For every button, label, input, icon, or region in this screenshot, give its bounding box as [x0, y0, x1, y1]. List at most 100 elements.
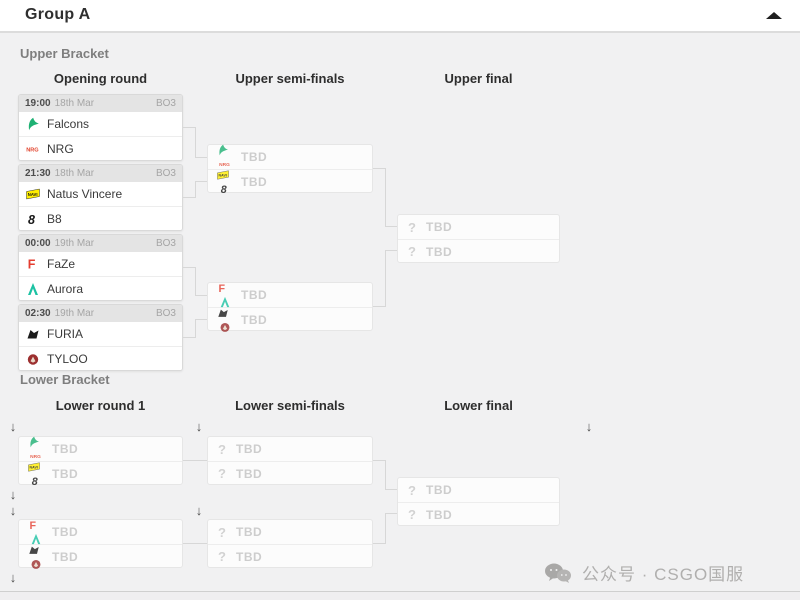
unknown-team-icon: ?: [218, 466, 226, 481]
match-format: BO3: [155, 98, 176, 109]
bracket-connector: [385, 489, 397, 490]
team-name: FURIA: [47, 327, 83, 341]
tbd-label: TBD: [236, 442, 263, 456]
watermark-text: 公众号 · CSGO国服: [582, 565, 745, 584]
unknown-team-icon: ?: [218, 549, 226, 564]
tbd-label: TBD: [241, 150, 268, 164]
tyloo-logo-icon: [219, 321, 231, 333]
lower-round1-match-1: TBD TBD: [18, 436, 183, 485]
bracket-slot: TBD: [208, 169, 372, 193]
loser-drop-arrow-icon: ↓: [9, 487, 17, 502]
column-header-upper-final: Upper final: [444, 71, 513, 86]
navi-b8-logo-stack: [216, 171, 233, 193]
column-header-opening-round: Opening round: [53, 71, 148, 86]
bracket-slot: ? TBD: [398, 502, 559, 526]
navi-logo-icon: [28, 461, 40, 473]
bracket-connector: [183, 127, 195, 128]
tbd-label: TBD: [52, 525, 79, 539]
upper-semifinal-1: TBD TBD: [207, 144, 373, 193]
team-row-nrg[interactable]: NRG: [19, 136, 182, 160]
furia-logo-icon: [28, 544, 40, 556]
navi-b8-logo-stack: [27, 463, 44, 485]
column-header-lower-final: Lower final: [444, 398, 513, 413]
match-date: 18th Mar: [54, 98, 95, 109]
furia-logo-icon: [217, 307, 229, 319]
loser-drop-arrow-icon: ↓: [195, 503, 203, 518]
match-format: BO3: [155, 168, 176, 179]
match-header: 19:00 18th Mar BO3: [19, 95, 182, 112]
bracket-connector: [373, 460, 385, 461]
team-name: B8: [47, 211, 62, 226]
team-row-tyloo[interactable]: TYLOO: [19, 346, 182, 370]
furia-logo-icon: [26, 327, 40, 341]
b8-logo-icon: [30, 475, 42, 487]
lower-bracket-label: Lower Bracket: [20, 372, 110, 387]
tbd-label: TBD: [236, 549, 263, 564]
unknown-team-icon: ?: [218, 441, 226, 457]
nrg-logo-icon: [26, 142, 40, 156]
lower-final: ? TBD ? TBD: [397, 477, 560, 526]
match-falcons-vs-nrg[interactable]: 19:00 18th Mar BO3 Falcons NRG: [18, 94, 183, 161]
furia-tyloo-logo-stack: [27, 546, 44, 568]
loser-drop-arrow-icon: ↓: [9, 503, 17, 518]
bracket-slot: TBD: [19, 520, 182, 544]
team-row-furia[interactable]: FURIA: [19, 322, 182, 346]
tbd-label: TBD: [52, 442, 79, 456]
bracket-connector: [385, 226, 397, 227]
match-time: 19:00: [25, 98, 51, 109]
team-row-navi[interactable]: Natus Vincere: [19, 182, 182, 206]
team-row-b8[interactable]: B8: [19, 206, 182, 230]
tbd-label: TBD: [241, 312, 268, 327]
bracket-slot: ? TBD: [398, 478, 559, 502]
upper-semifinal-2: TBD TBD: [207, 282, 373, 331]
bracket-slot: TBD: [19, 461, 182, 485]
bracket-connector: [373, 168, 385, 169]
bracket-slot: TBD: [208, 283, 372, 307]
match-date: 19th Mar: [54, 308, 95, 319]
bracket-connector: [373, 543, 385, 544]
unknown-team-icon: ?: [218, 524, 226, 540]
bracket-connector: [183, 337, 195, 338]
b8-logo-icon: [26, 212, 40, 226]
match-time: 21:30: [25, 168, 51, 179]
column-header-lower-round-1: Lower round 1: [55, 398, 146, 413]
bracket-slot: TBD: [19, 544, 182, 568]
bracket-slot: TBD: [19, 437, 182, 461]
faze-logo-icon: [28, 519, 40, 531]
group-header[interactable]: Group A: [0, 0, 800, 33]
team-row-falcons[interactable]: Falcons: [19, 112, 182, 136]
match-time: 02:30: [25, 308, 51, 319]
collapse-caret-icon[interactable]: [766, 12, 782, 19]
match-furia-vs-tyloo[interactable]: 02:30 19th Mar BO3 FURIA TYLOO: [18, 304, 183, 371]
match-header: 00:00 19th Mar BO3: [19, 235, 182, 252]
bracket-connector: [385, 513, 386, 544]
team-row-aurora[interactable]: Aurora: [19, 276, 182, 300]
bracket-connector: [195, 157, 207, 158]
match-format: BO3: [155, 308, 176, 319]
match-time: 00:00: [25, 238, 51, 249]
column-header-upper-semifinals: Upper semi-finals: [235, 71, 345, 86]
bracket-connector: [385, 250, 397, 251]
tbd-label: TBD: [426, 244, 453, 259]
bracket-slot: ? TBD: [208, 520, 372, 544]
navi-logo-icon: [26, 187, 40, 201]
tbd-label: TBD: [236, 525, 263, 539]
watermark: 公众号 · CSGO国服: [543, 560, 744, 585]
falcons-nrg-logo-stack: [27, 438, 44, 460]
loser-drop-arrow-icon: ↓: [195, 419, 203, 434]
bracket-connector: [195, 295, 207, 296]
unknown-team-icon: ?: [408, 219, 416, 235]
match-faze-vs-aurora[interactable]: 00:00 19th Mar BO3 FaZe Aurora: [18, 234, 183, 301]
faze-aurora-logo-stack: [216, 284, 233, 306]
faze-aurora-logo-stack: [27, 521, 44, 543]
team-row-faze[interactable]: FaZe: [19, 252, 182, 276]
tbd-label: TBD: [241, 288, 268, 302]
bracket-connector: [195, 127, 196, 158]
team-name: NRG: [47, 141, 74, 156]
bracket-connector: [195, 319, 196, 338]
falcons-logo-icon: [26, 117, 40, 131]
bracket-connector: [385, 250, 386, 307]
team-name: Falcons: [47, 117, 90, 131]
loser-drop-arrow-icon: ↓: [9, 570, 17, 585]
match-navi-vs-b8[interactable]: 21:30 18th Mar BO3 Natus Vincere B8: [18, 164, 183, 231]
